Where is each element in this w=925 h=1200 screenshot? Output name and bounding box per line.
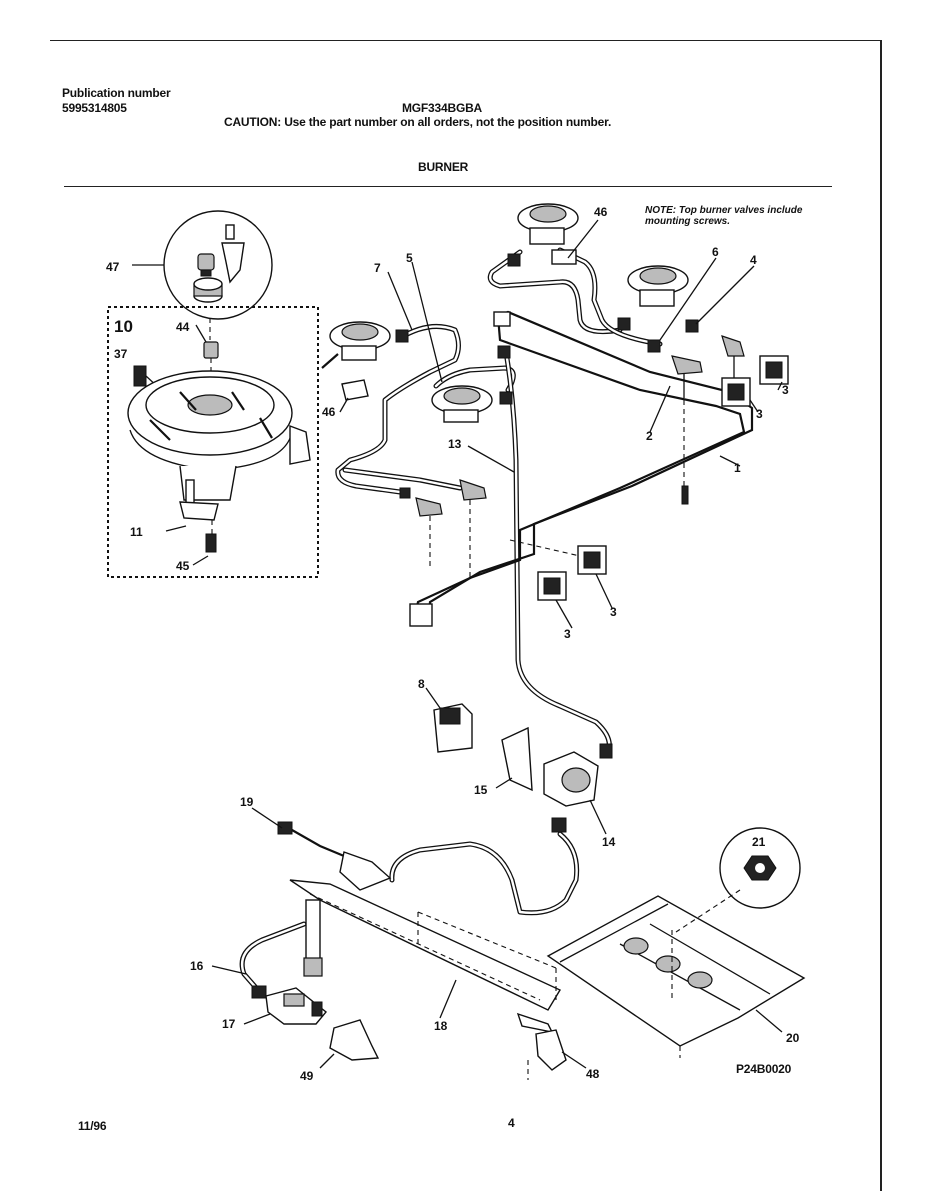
- callout-47: 47: [106, 260, 120, 274]
- callout-18: 18: [434, 1019, 448, 1033]
- tube-fittings: [395, 253, 699, 759]
- callout-2: 2: [646, 429, 653, 443]
- nut-detail-inset: [719, 827, 801, 909]
- model-number: MGF334BGBA: [402, 101, 483, 115]
- publication-number: 5995314805: [62, 101, 127, 115]
- bracket-48: [535, 1029, 567, 1071]
- callout-45: 45: [176, 559, 190, 573]
- callout-13: 13: [448, 437, 462, 451]
- drawing-code: P24B0020: [736, 1062, 792, 1076]
- callout-44: 44: [176, 320, 190, 334]
- callout-leaders: [211, 219, 783, 1069]
- burner-head-assembly: [127, 341, 311, 553]
- publication-label: Publication number: [62, 86, 171, 100]
- rear-right-burner: [627, 265, 689, 307]
- safety-valve: [543, 751, 599, 833]
- mounting-bracket: [501, 726, 533, 792]
- callout-3-d: 3: [564, 627, 571, 641]
- callout-1: 1: [734, 461, 741, 475]
- section-title: BURNER: [418, 160, 469, 174]
- header-rule: [64, 186, 832, 187]
- callout-46-left: 46: [322, 405, 336, 419]
- pilot-orifice: [251, 985, 327, 1025]
- ignitor-wire: [277, 821, 392, 891]
- bracket-small: [551, 249, 577, 265]
- callout-46-top: 46: [594, 205, 608, 219]
- front-right-burner: [431, 385, 493, 423]
- valve-note: NOTE: Top burner valves include mounting…: [645, 205, 803, 227]
- callout-16: 16: [190, 959, 204, 973]
- rear-left-burner: [517, 203, 579, 245]
- manifold-pipe: [409, 310, 754, 627]
- front-left-burner: [329, 321, 391, 361]
- callout-3-c: 3: [610, 605, 617, 619]
- callout-14: 14: [602, 835, 616, 849]
- page-number: 4: [508, 1116, 515, 1130]
- callout-21: 21: [752, 835, 766, 849]
- callout-6: 6: [712, 245, 719, 259]
- callout-3-a: 3: [782, 383, 789, 397]
- screw-detail-inset: [163, 210, 273, 320]
- callout-7: 7: [374, 261, 381, 275]
- callout-15: 15: [474, 783, 488, 797]
- bracket-49: [329, 1019, 380, 1061]
- callout-49: 49: [300, 1069, 314, 1083]
- callout-37: 37: [114, 347, 128, 361]
- valve-gaskets: [509, 355, 789, 601]
- bracket-left: [341, 379, 369, 401]
- callout-4: 4: [750, 253, 757, 267]
- burner-detail-box: [107, 306, 319, 578]
- callout-5: 5: [406, 251, 413, 265]
- caution-text: CAUTION: Use the part number on all orde…: [224, 115, 612, 129]
- oven-burner-tube: [289, 879, 562, 1033]
- inset-number-10: 10: [114, 317, 133, 336]
- callout-3-b: 3: [756, 407, 763, 421]
- callout-17: 17: [222, 1017, 236, 1031]
- burner-valves: [415, 335, 745, 580]
- pressure-regulator-block: [433, 703, 473, 753]
- callout-48: 48: [586, 1067, 600, 1081]
- callout-11: 11: [130, 525, 143, 539]
- revision-date: 11/96: [78, 1119, 107, 1133]
- callout-20: 20: [786, 1031, 800, 1045]
- callout-8: 8: [418, 677, 425, 691]
- callout-19: 19: [240, 795, 254, 809]
- page-frame: [50, 40, 882, 1191]
- burner-baffle: [546, 895, 806, 1047]
- mounting-screw: [681, 485, 689, 505]
